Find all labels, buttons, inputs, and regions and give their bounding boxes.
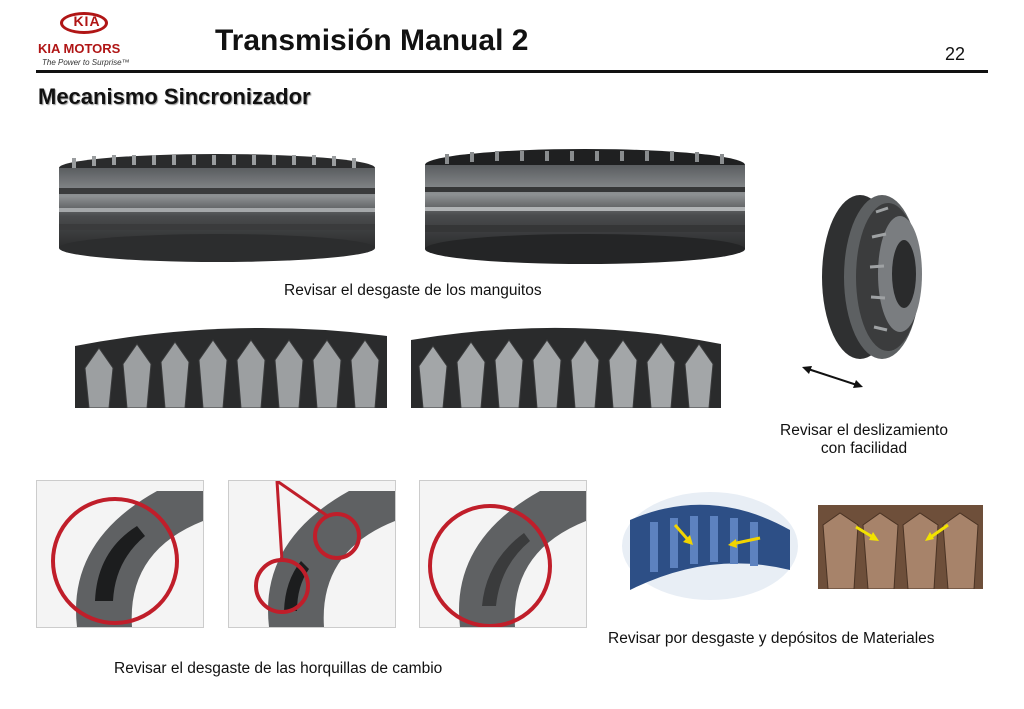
sleeve-photo-1 <box>52 150 382 265</box>
logo-brand-text: KIA <box>73 13 101 29</box>
header-divider <box>36 70 988 73</box>
caption-forks: Revisar el desgaste de las horquillas de… <box>114 660 443 677</box>
synchronizer-hub-photo <box>790 182 940 392</box>
caption-sliding-line1: Revisar el deslizamiento <box>780 422 948 439</box>
caption-sliding: Revisar el deslizamiento con facilidad <box>750 422 978 458</box>
kia-oval-emblem <box>60 12 108 34</box>
shift-fork-photo-3 <box>419 480 587 628</box>
page-number: 22 <box>945 44 966 64</box>
caption-sliding-line2: con facilidad <box>820 440 908 457</box>
kia-motors-logo: KIA KIA MOTORS The Power to Surprise™ <box>34 8 134 70</box>
sleeve-teeth-closeup-2 <box>411 318 721 408</box>
caption-deposits: Revisar por desgaste y depósitos de Mate… <box>608 630 935 647</box>
caption-sleeves: Revisar el desgaste de los manguitos <box>284 282 542 299</box>
shift-fork-photo-1 <box>36 480 204 628</box>
logo-company-text: KIA MOTORS <box>38 41 121 56</box>
shift-fork-photo-2 <box>228 480 396 628</box>
section-subtitle: Mecanismo Sincronizador <box>38 84 311 109</box>
sleeve-photo-2 <box>420 145 750 267</box>
sleeve-teeth-closeup-1 <box>75 318 387 408</box>
page-title: Transmisión Manual 2 <box>215 24 529 57</box>
gear-deposits-photo-blue <box>620 490 800 602</box>
logo-tagline: The Power to Surprise™ <box>42 58 130 67</box>
gear-deposits-photo-brown <box>818 505 983 589</box>
